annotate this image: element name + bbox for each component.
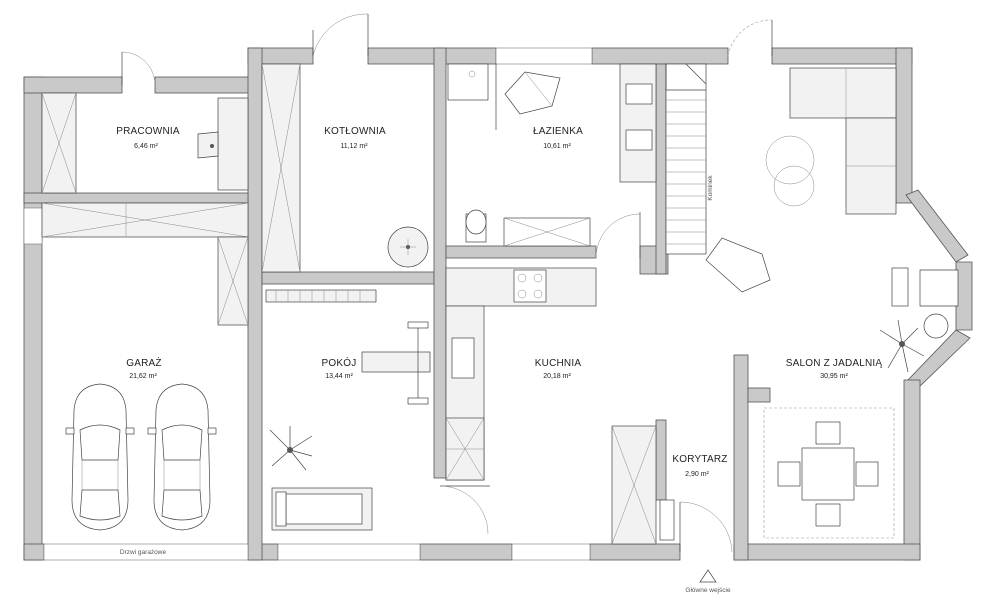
room-area-salon: 30,95 m² — [820, 373, 848, 380]
room-name-garaz: GARAŻ — [126, 356, 161, 369]
room-area-lazienka: 10,61 m² — [543, 143, 571, 150]
plant-pokoj — [269, 426, 313, 471]
car-left — [65, 383, 135, 531]
room-name-lazienka: ŁAZIENKA — [533, 126, 583, 137]
room-area-korytarz: 2,90 m² — [685, 471, 709, 478]
windows — [23, 47, 593, 561]
room-name-pracownia: PRACOWNIA — [116, 126, 180, 137]
pokoj-furniture — [265, 289, 431, 531]
bath-chair — [504, 71, 561, 115]
room-area-pokoj: 13,44 m² — [325, 373, 353, 380]
kuchnia-furniture — [445, 267, 597, 481]
kotlownia-furniture — [261, 63, 429, 273]
room-name-salon: SALON Z JADALNIĄ — [786, 358, 883, 369]
garage-furniture — [41, 202, 249, 326]
pracownia-furniture — [41, 92, 249, 194]
room-area-kuchnia: 20,18 m² — [543, 373, 571, 380]
main-entrance-label: Główne wejście — [685, 587, 731, 594]
car-right — [147, 383, 217, 531]
room-name-pokoj: POKÓJ — [322, 356, 357, 369]
salon-furniture — [705, 67, 959, 539]
lazienka-furniture — [447, 63, 657, 247]
plant-salon — [879, 319, 925, 373]
fireplace-label: Kominek — [707, 175, 714, 201]
room-area-garaz: 21,62 m² — [129, 373, 157, 380]
doors — [121, 13, 773, 553]
garage-door-label: Drzwi garażowe — [120, 549, 167, 556]
room-name-kotlownia: KOTŁOWNIA — [324, 126, 386, 137]
stairs — [665, 63, 707, 255]
room-area-pracownia: 6,46 m² — [134, 143, 158, 150]
entrance-marker — [699, 569, 717, 583]
room-name-korytarz: KORYTARZ — [672, 454, 727, 465]
armchair — [705, 237, 771, 293]
room-labels: PRACOWNIA 6,46 m² KOTŁOWNIA 11,12 m² ŁAZ… — [116, 126, 882, 594]
room-name-kuchnia: KUCHNIA — [535, 358, 582, 369]
room-area-kotlownia: 11,12 m² — [340, 143, 368, 150]
korytarz-furniture — [611, 425, 675, 545]
